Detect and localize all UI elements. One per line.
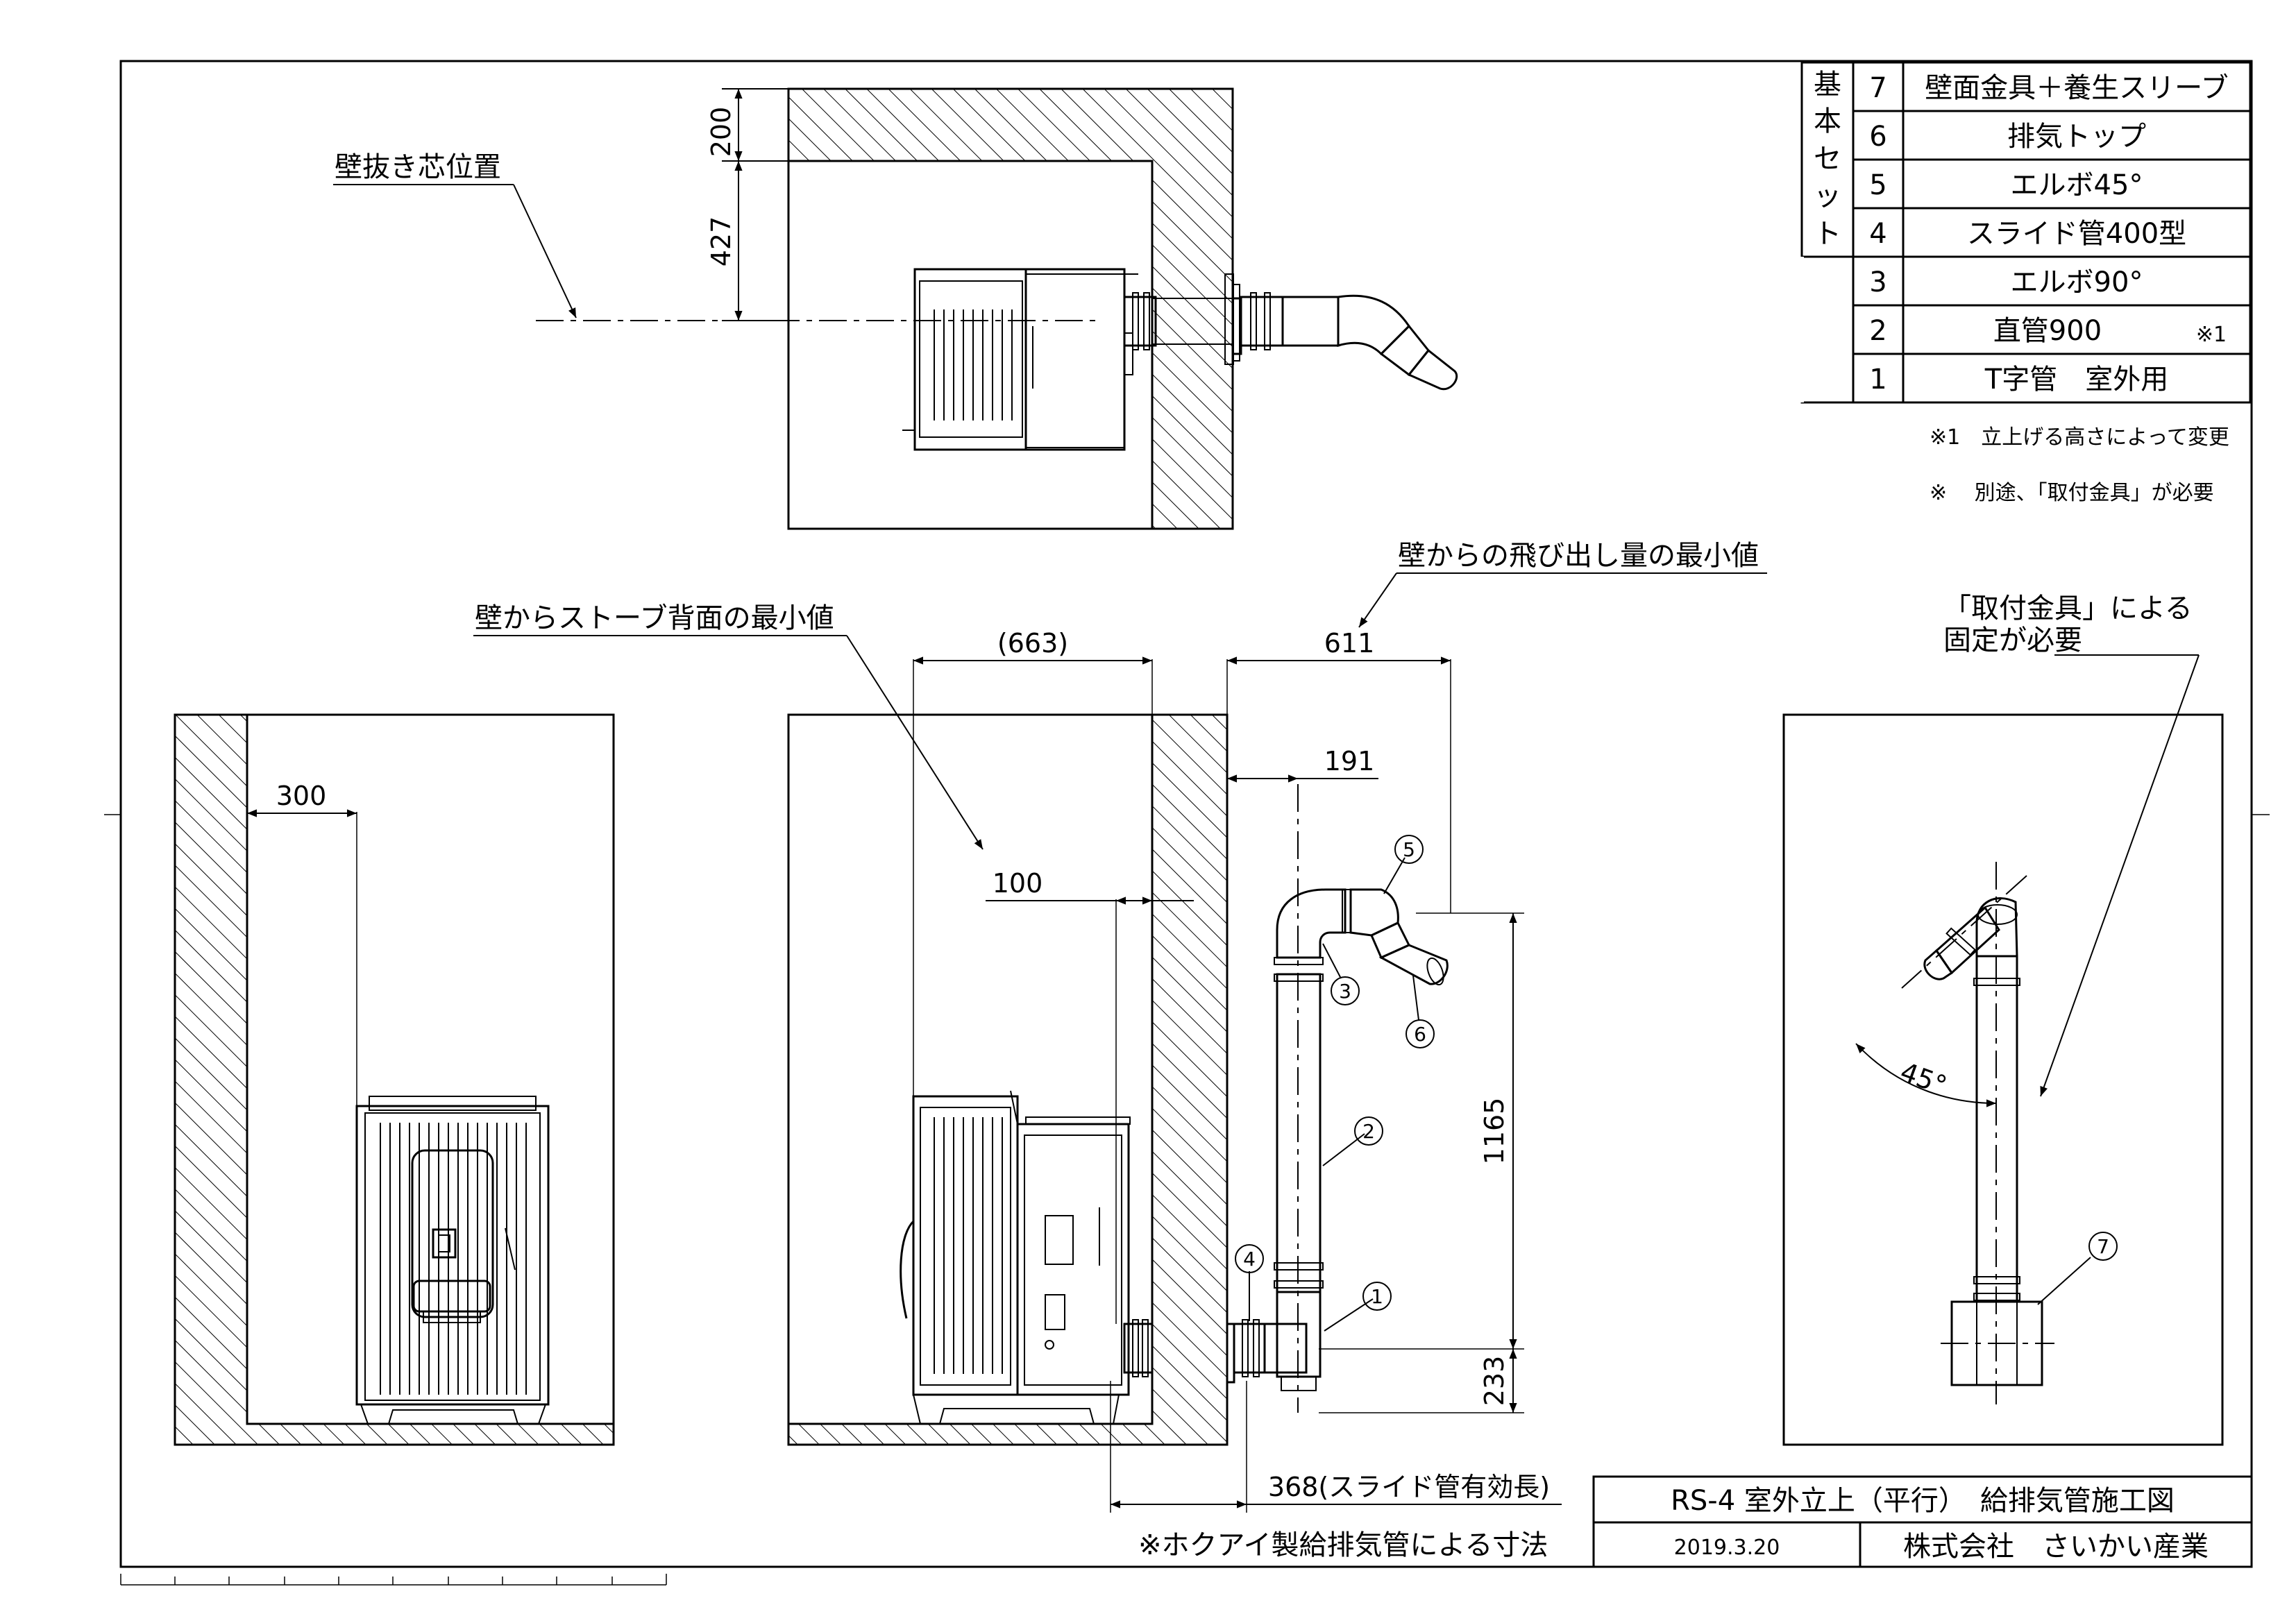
footnote-1: ※1 立上げる高さによって変更 xyxy=(1930,425,2229,450)
hokuai-note: ※ホクアイ製給排気管による寸法 xyxy=(1138,1529,1548,1561)
top-dimensions: 200 427 xyxy=(706,88,788,321)
company-name: 株式会社 さいかい産業 xyxy=(1903,1531,2209,1563)
dim-100: 100 xyxy=(993,868,1043,899)
part-name-4: スライド管400型 xyxy=(1967,218,2186,250)
part-name-7: 壁面金具＋養生スリーブ xyxy=(1925,72,2229,104)
dim-368: 368(スライド管有効長) xyxy=(1268,1472,1550,1502)
dim-1165: 1165 xyxy=(1479,1098,1510,1165)
bracket-note-2: 固定が必要 xyxy=(1943,624,2082,656)
top-wall xyxy=(787,87,1234,530)
min-projection-text: 壁からの飛び出し量の最小値 xyxy=(1398,540,1759,572)
balloon-1: 1 xyxy=(1371,1285,1383,1308)
wall-center-label: 壁抜き芯位置 xyxy=(333,151,577,318)
drawing-date: 2019.3.20 xyxy=(1674,1536,1780,1560)
front-stove xyxy=(355,1096,550,1425)
part-name-6: 排気トップ xyxy=(2007,121,2146,153)
dim-200: 200 xyxy=(706,107,736,158)
side-view: (663) 611 191 100 1165 233 368(スラ xyxy=(473,540,1767,1513)
side-dimensions: (663) 611 191 100 1165 233 368(スラ xyxy=(913,628,1562,1513)
part-note-2: ※1 xyxy=(2196,323,2227,347)
parts-table: 基 本 セ ッ ト 7 壁面金具＋養生スリーブ 6 排気トップ 5 エルボ45°… xyxy=(1800,61,2252,505)
balloon-7: 7 xyxy=(2097,1235,2109,1258)
dim-300: 300 xyxy=(276,781,327,811)
balloon-6: 6 xyxy=(1414,1023,1426,1046)
group-label-3: セ xyxy=(1814,143,1841,175)
part-name-2: 直管900 xyxy=(1993,315,2102,347)
part-no-2: 2 xyxy=(1869,315,1886,347)
side-stove xyxy=(900,1090,1131,1425)
right-view: 45° 7 「取付金具」による 固定が必要 xyxy=(1782,593,2224,1446)
drawing-title: RS-4 室外立上（平行） 給排気管施工図 xyxy=(1671,1485,2175,1517)
part-name-1: T字管 室外用 xyxy=(1984,364,2168,396)
wall-center-text: 壁抜き芯位置 xyxy=(335,151,501,183)
part-no-1: 1 xyxy=(1869,364,1886,396)
balloon-4: 4 xyxy=(1243,1248,1256,1271)
dim-611: 611 xyxy=(1324,628,1375,658)
balloon-3: 3 xyxy=(1339,980,1351,1003)
right-room-outline xyxy=(1782,713,2224,1446)
part-no-5: 5 xyxy=(1869,169,1886,201)
balloon-2: 2 xyxy=(1362,1120,1375,1143)
dim-427: 427 xyxy=(706,216,736,267)
side-balloons: 1 2 3 4 5 6 xyxy=(1235,835,1435,1332)
min-stove-back-text: 壁からストーブ背面の最小値 xyxy=(475,602,834,634)
balloon-5: 5 xyxy=(1403,838,1415,861)
part-name-3: エルボ90° xyxy=(2011,266,2143,298)
dim-663: (663) xyxy=(997,628,1068,658)
part-no-4: 4 xyxy=(1869,218,1886,250)
top-stove xyxy=(902,268,1138,451)
part-no-3: 3 xyxy=(1869,266,1886,298)
footnote-2: ※ 別途、「取付金具」が必要 xyxy=(1930,481,2214,505)
part-no-6: 6 xyxy=(1869,121,1886,153)
scale-ruler xyxy=(120,1574,667,1586)
group-label-5: ト xyxy=(1814,218,1841,250)
dim-233: 233 xyxy=(1479,1356,1510,1407)
front-view: 300 xyxy=(174,713,615,1446)
group-label-2: 本 xyxy=(1814,105,1841,137)
group-label-1: 基 xyxy=(1814,69,1841,101)
angle-45: 45° xyxy=(1896,1056,1950,1101)
part-name-5: エルボ45° xyxy=(2011,169,2143,201)
top-view: 200 427 壁抜き芯位置 xyxy=(333,87,1458,530)
group-label-4: ッ xyxy=(1814,180,1841,212)
dim-191: 191 xyxy=(1324,746,1375,776)
part-no-7: 7 xyxy=(1869,72,1886,104)
top-pipe xyxy=(1123,273,1458,391)
side-labels: 壁からストーブ背面の最小値 壁からの飛び出し量の最小値 xyxy=(473,540,1767,850)
front-wall xyxy=(174,713,615,1446)
bracket-note-1: 「取付金具」による xyxy=(1943,593,2193,624)
side-wall xyxy=(787,713,1229,1446)
drawing-frame xyxy=(119,60,2253,1568)
title-block: RS-4 室外立上（平行） 給排気管施工図 2019.3.20 株式会社 さいか… xyxy=(1592,1475,2253,1568)
